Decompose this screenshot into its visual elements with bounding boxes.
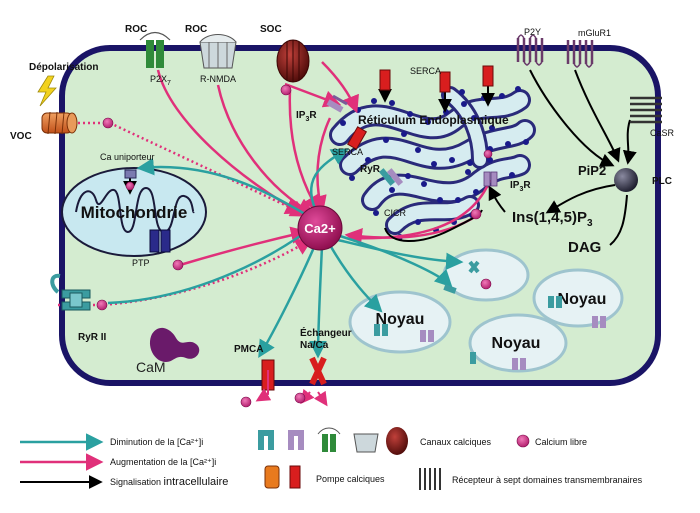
depolarisation-label: Dépolarisation bbox=[29, 62, 98, 73]
ip3r-channel-2 bbox=[483, 171, 498, 187]
nucleus-4: Noyau bbox=[468, 313, 568, 373]
nucleus-2: Noyau bbox=[348, 290, 452, 354]
pmca-pump bbox=[255, 359, 275, 402]
serca-pump-4 bbox=[346, 126, 368, 150]
serca-label-2: SERCA bbox=[332, 147, 363, 157]
legend-pump-orange-icon bbox=[264, 465, 280, 489]
nucleus-1 bbox=[442, 248, 530, 302]
legend-receptor-icon bbox=[419, 468, 441, 490]
casr-label: CaSR bbox=[650, 128, 675, 138]
ip3r-label-1: IP3R bbox=[296, 110, 317, 123]
exchanger-label-1: Échangeur bbox=[300, 326, 352, 339]
legend-receptor-label: Récepteur à sept domaines transmembranai… bbox=[452, 475, 643, 485]
legend-pumps-label: Pompe calciques bbox=[316, 474, 385, 484]
voc-channel bbox=[41, 111, 78, 135]
decrease-arrows bbox=[107, 148, 464, 359]
endoplasmic-reticulum bbox=[329, 86, 536, 240]
p2y-label: P2Y bbox=[524, 27, 541, 37]
reticulum-label: Réticulum Endoplasmique bbox=[358, 113, 509, 127]
plc-enzyme bbox=[614, 168, 638, 192]
r-nmda-label: R-NMDA bbox=[200, 74, 236, 84]
plc-label: PLC bbox=[652, 176, 672, 187]
free-calcium-ions bbox=[96, 84, 493, 408]
serca-pump-1 bbox=[379, 69, 391, 91]
ca-uniporter bbox=[124, 169, 137, 179]
dag-label: DAG bbox=[568, 239, 601, 256]
soc-label: SOC bbox=[260, 24, 282, 35]
legend-increase-label: Augmentation de la [Ca²⁺]i bbox=[110, 457, 216, 467]
p2y-receptor bbox=[516, 34, 544, 66]
pmca-label: PMCA bbox=[234, 344, 263, 355]
serca-pump-3 bbox=[482, 65, 494, 87]
roc-label-2: ROC bbox=[185, 24, 207, 35]
ryr2-label: RyR II bbox=[78, 332, 107, 343]
mglur1-label: mGluR1 bbox=[578, 28, 611, 38]
casr-receptor bbox=[630, 96, 662, 124]
legend-calcium-label: Calcium libre bbox=[535, 437, 587, 447]
legend: Diminution de la [Ca²⁺]i Augmentation de… bbox=[20, 427, 643, 490]
pip2-label: PiP2 bbox=[578, 163, 606, 178]
calmodulin bbox=[149, 327, 200, 362]
depolarisation-lightning-icon bbox=[37, 75, 57, 107]
exchanger-label-2: Na/Ca bbox=[300, 340, 329, 351]
ptp-pore bbox=[149, 229, 171, 253]
ryr2-channel bbox=[50, 273, 91, 311]
p2x7-receptor bbox=[139, 31, 171, 68]
legend-channel-icons bbox=[258, 427, 408, 455]
mitochondria-label: Mitochondrie bbox=[81, 203, 188, 222]
cam-label: CaM bbox=[136, 359, 166, 375]
serca-pump-2 bbox=[439, 71, 451, 93]
ca-uniporter-label: Ca uniporteur bbox=[100, 152, 155, 162]
legend-channels-label: Canaux calciques bbox=[420, 437, 492, 447]
nuclear-channels bbox=[374, 260, 606, 370]
nucleus-3: Noyau bbox=[532, 268, 624, 328]
legend-pump-red-icon bbox=[289, 465, 301, 489]
nucleus-label-1: Noyau bbox=[376, 311, 425, 328]
voc-label: VOC bbox=[10, 131, 32, 142]
serca-label-1: SERCA bbox=[410, 66, 441, 76]
ins-p3-label: Ins(1,4,5)P3 bbox=[512, 209, 593, 229]
soc-channel bbox=[276, 39, 310, 83]
nucleus-label-2: Noyau bbox=[558, 291, 607, 308]
cytosolic-calcium-pool: Ca2+ bbox=[297, 205, 343, 251]
ryr-channel bbox=[378, 168, 404, 186]
roc-label-1: ROC bbox=[125, 24, 147, 35]
legend-decrease-label: Diminution de la [Ca²⁺]i bbox=[110, 437, 203, 447]
ptp-label: PTP bbox=[132, 258, 150, 268]
ip3r-label-2: IP3R bbox=[510, 180, 531, 193]
nmda-receptor bbox=[199, 34, 237, 69]
p2x7-label: P2X7 bbox=[150, 74, 171, 87]
legend-signaling-label: Signalisation intracellulaire bbox=[110, 476, 228, 488]
ryr-label: RyR bbox=[360, 164, 381, 175]
mitochondria: Mitochondrie bbox=[61, 167, 207, 257]
cicr-label: CICR bbox=[384, 208, 406, 218]
ip3r-channel-1 bbox=[326, 94, 348, 113]
nucleus-label-3: Noyau bbox=[492, 335, 541, 352]
legend-calcium-icon bbox=[516, 434, 530, 448]
ca2-label: Ca2+ bbox=[304, 221, 336, 236]
mglur1-receptor bbox=[566, 40, 594, 68]
